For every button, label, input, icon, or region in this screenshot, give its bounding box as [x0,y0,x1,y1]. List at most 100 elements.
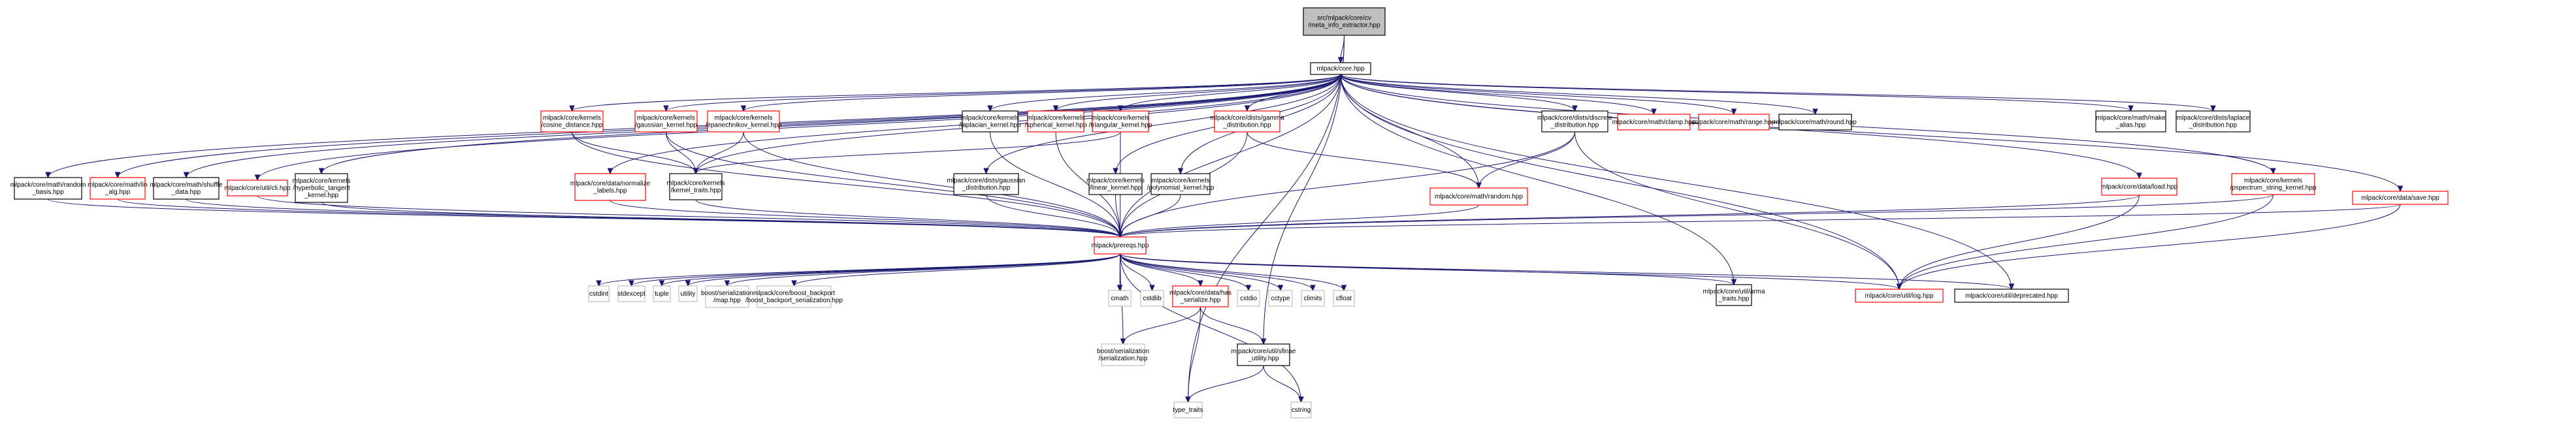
node-has-serialize[interactable]: mlpack/core/data/has_serialize.hpp [1169,285,1231,307]
node-box [1172,285,1229,307]
node-cli[interactable]: mlpack/core/util/cli.hpp [224,180,291,196]
edge-core-to-round [1340,74,1818,116]
node-range[interactable]: mlpack/core/math/range.hpp [1693,114,1776,131]
node-label: mlpack/core/util/sfinae [1231,348,1296,355]
edge-line [1340,74,1816,115]
node-label: /epanechnikov_kernel.hpp [706,122,782,129]
edge-line [687,253,1120,287]
edge-line [695,131,1121,174]
node-box [1778,114,1852,131]
node-label: mlpack/core/kernels [961,115,1019,122]
node-make-alias[interactable]: mlpack/core/math/make_alias.hpp [2095,110,2166,133]
arrowhead-icon [1896,283,1902,290]
node-hyperbolic[interactable]: mlpack/core/kernels/hyperbolic_tangent_k… [293,173,351,203]
node-box [90,177,146,200]
node-random[interactable]: mlpack/core/math/random.hpp [1429,187,1528,206]
node-box [1092,110,1149,133]
node-label: _traits.hpp [1718,296,1750,303]
node-label: type_traits [1173,407,1203,414]
node-box [1150,173,1211,195]
node-core[interactable]: mlpack/core.hpp [1310,62,1371,75]
node-cosine[interactable]: mlpack/core/kernels/cosine_distance.hpp [540,110,604,133]
node-clamp[interactable]: mlpack/core/math/clamp.hpp [1612,114,1696,131]
edge-line [666,131,696,174]
node-root[interactable]: src/mlpack/core/cv/meta_info_extractor.h… [1303,7,1386,36]
edge-save-to-prereqs [1117,204,2401,238]
edge-line [321,74,1341,174]
edge-prereqs-to-utility [685,253,1120,287]
node-box [2176,110,2251,133]
node-shuffle-data[interactable]: mlpack/core/math/shuffle_data.hpp [150,177,223,200]
node-label: cstdint [589,290,608,298]
edge-line [1574,131,1900,290]
node-polynomial[interactable]: mlpack/core/kernels/polynomial_kernel.hp… [1147,173,1215,195]
arrowhead-icon [983,168,989,175]
node-sfinae[interactable]: mlpack/core/util/sfinae_utility.hpp [1231,343,1296,366]
node-linear[interactable]: mlpack/core/kernels/linear_kernel.hpp [1086,173,1145,195]
node-cfloat: cfloat [1333,290,1355,307]
edge-core-to-deprecated [1340,74,2015,290]
node-box [1333,290,1355,307]
node-save[interactable]: mlpack/core/data/save.hpp [2352,191,2449,205]
node-arma-traits[interactable]: mlpack/core/util/arma_traits.hpp [1703,284,1765,306]
node-kernel-traits[interactable]: mlpack/core/kernels/kernel_traits.hpp [667,173,725,200]
node-boost-serialization: boost/serialization/serialization.hpp [1097,343,1149,366]
node-label: mlpack/core/math/random.hpp [1435,193,1524,200]
node-gaussian-dist[interactable]: mlpack/core/dists/gaussian_distribution.… [947,173,1026,195]
edge-prereqs-to-cfloat [1120,253,1347,292]
node-label: _labels.hpp [593,187,627,195]
node-gaussian-kernel[interactable]: mlpack/core/kernels/gaussian_kernel.hpp [634,110,698,133]
edge-discrete-to-random [1476,131,1575,189]
arrowhead-icon [2270,168,2276,175]
node-box [953,173,1019,195]
edge-line [1120,195,2140,238]
edge-line [1899,195,2140,290]
arrowhead-icon [1245,285,1252,292]
node-type-traits: type_traits [1173,401,1203,418]
node-normalize[interactable]: mlpack/core/data/normalize_labels.hpp [570,173,651,201]
node-label: tuple [655,290,669,298]
arrowhead-icon [1310,285,1316,292]
node-label: boost/serialization [1097,348,1149,355]
edge-hyperbolic-to-prereqs [321,202,1123,238]
arrowhead-icon [685,280,691,287]
node-cstdlib: cstdlib [1140,290,1164,307]
edge-line [695,199,1120,238]
node-deprecated[interactable]: mlpack/core/util/deprecated.hpp [1954,289,2069,303]
node-discrete[interactable]: mlpack/core/dists/discrete_distribution.… [1537,110,1612,133]
edge-line [1340,74,2012,290]
arrowhead-icon [183,172,189,179]
edge-core-to-log [1340,74,1902,290]
node-box [1855,289,1944,303]
node-laplace-dist[interactable]: mlpack/core/dists/laplace_distribution.h… [2176,110,2251,133]
node-pspectrum[interactable]: mlpack/core/kernels/pspectrum_string_ker… [2230,173,2317,195]
node-label: mlpack/core/boost_backport [753,290,835,297]
node-gamma[interactable]: mlpack/core/dists/gamma_distribution.hpp [1210,110,1284,133]
node-log[interactable]: mlpack/core/util/log.hpp [1855,289,1944,303]
node-box [653,285,671,302]
node-random-basis[interactable]: mlpack/core/math/random_basis.hpp [10,177,86,200]
node-label: mlpack/core/kernels [1086,178,1145,185]
node-label: _alias.hpp [2115,122,2146,129]
edge-line [572,74,1341,112]
node-box [678,285,698,302]
node-load[interactable]: mlpack/core/data/load.hpp [2101,178,2178,196]
node-spherical[interactable]: mlpack/core/kernels/spherical_kernel.hpp [1024,110,1087,133]
edge-gamma-to-random [1247,131,1482,189]
edge-line [1120,194,2274,238]
node-epanechnikov[interactable]: mlpack/core/kernels/epanechnikov_kernel.… [706,110,782,133]
node-triangular[interactable]: mlpack/core/kernels/triangular_kernel.hp… [1089,110,1152,133]
node-label: /pspectrum_string_kernel.hpp [2230,185,2317,192]
arrowhead-icon [1731,279,1737,286]
node-round[interactable]: mlpack/core/math/round.hpp [1774,114,1857,131]
node-laplacian-kernel[interactable]: mlpack/core/kernels/laplacian_kernel.hpp [959,110,1021,133]
arrowhead-icon [1731,108,1737,116]
arrowhead-icon [1185,396,1191,403]
edge-line [1340,74,2401,192]
arrowhead-icon [1341,285,1347,292]
node-lin-alg[interactable]: mlpack/core/math/lin_alg.hpp [88,177,148,200]
edge-line [1120,253,1249,291]
node-prereqs[interactable]: mlpack/prereqs.hpp [1092,236,1149,255]
edge-line [695,131,744,174]
edge-line [1188,365,1264,403]
